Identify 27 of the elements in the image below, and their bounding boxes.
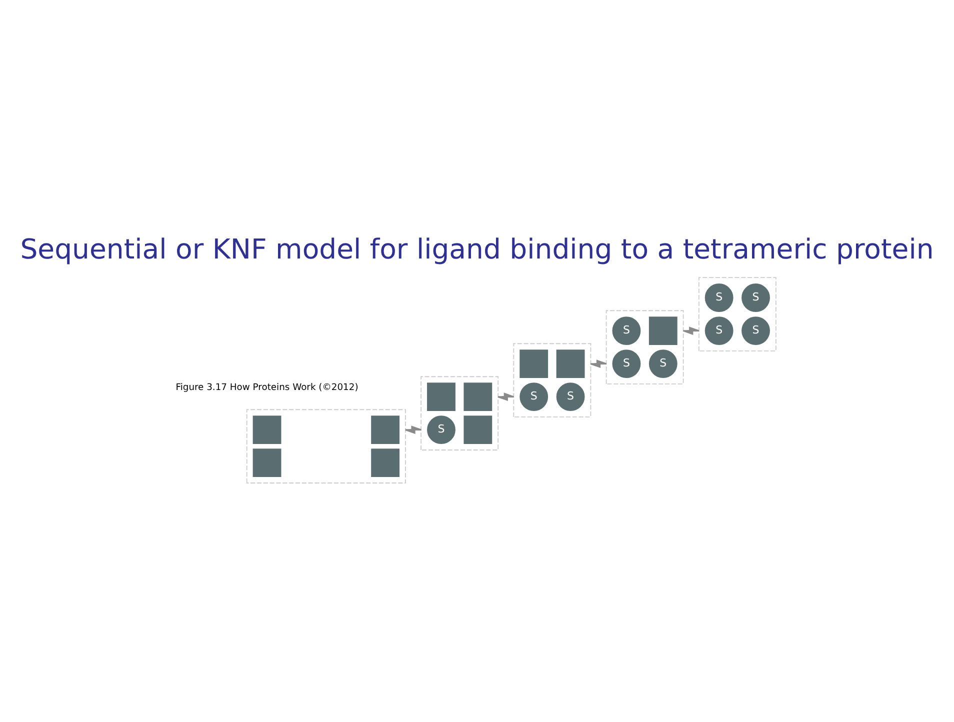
cluster	[698, 276, 776, 351]
node-circle: S	[740, 282, 771, 312]
node-box	[462, 381, 494, 412]
cluster	[420, 376, 499, 450]
cluster	[513, 342, 592, 417]
node-circle: S	[555, 381, 586, 412]
node-box	[370, 414, 400, 444]
node-box	[252, 414, 282, 444]
node-box	[252, 447, 282, 478]
node-circle: S	[518, 381, 549, 412]
caption: Figure 3.17 How Proteins Work (©2012)	[176, 381, 358, 392]
node-circle: S	[704, 315, 734, 346]
node-circle: S	[611, 315, 642, 346]
node-circle: S	[426, 414, 456, 444]
node-circle: S	[648, 348, 678, 378]
node-box	[648, 315, 678, 346]
node-box	[555, 348, 586, 378]
node-box	[370, 447, 400, 478]
diagram-title: Sequential or KNF model for ligand binding to a tetrameric protein	[20, 232, 934, 265]
node-circle: S	[611, 348, 642, 378]
node-circle: S	[704, 282, 734, 312]
cluster	[606, 310, 684, 384]
node-circle: S	[740, 315, 771, 346]
cluster	[246, 408, 406, 483]
node-box	[518, 348, 549, 378]
node-box	[426, 381, 456, 412]
node-box	[462, 414, 494, 444]
